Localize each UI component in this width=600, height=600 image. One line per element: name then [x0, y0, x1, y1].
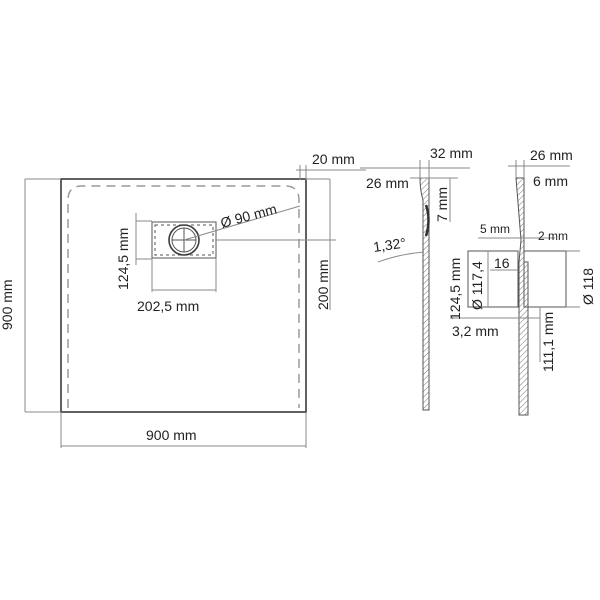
drain-section: 26 mm 6 mm 5 mm 2 mm 124,5 mm Ø 117,4 16…: [447, 147, 596, 416]
section-width-top-label: 32 mm: [430, 145, 473, 161]
drain-section-height-label: 124,5 mm: [447, 258, 463, 320]
inner-dashed-border: [67, 185, 300, 408]
inner-diameter-label: Ø 117,4: [469, 261, 485, 310]
plan-width-label: 900 mm: [146, 427, 197, 443]
drain-offset-label: 200 mm: [315, 259, 331, 310]
section-lip-label: 7 mm: [434, 187, 450, 222]
drain-width-top-label: 26 mm: [530, 147, 573, 163]
section-width-edge-label: 26 mm: [366, 175, 409, 191]
depth-label: 16: [494, 255, 510, 271]
drain-inner-label: 5 mm: [480, 222, 510, 236]
edge-thickness-label: 20 mm: [312, 151, 355, 167]
drain-width-label: 202,5 mm: [137, 298, 199, 314]
plan-view: 900 mm 900 mm 124,5 mm 202,5 mm Ø 90 mm …: [0, 151, 366, 448]
wall-label: 3,2 mm: [452, 323, 499, 339]
drain-diameter-label: Ø 90 mm: [219, 201, 279, 231]
outer-diameter-label: Ø 118: [580, 268, 596, 305]
lower-height-label: 111,1 mm: [540, 312, 556, 372]
side-section: 32 mm 26 mm 7 mm 1,32°: [360, 145, 473, 411]
tray-outline: [60, 178, 307, 413]
drain-height-label: 124,5 mm: [115, 228, 131, 290]
slope-label: 1,32°: [372, 235, 407, 255]
drain-lip-label: 6 mm: [533, 173, 568, 189]
plan-height-label: 900 mm: [0, 279, 15, 330]
drain-gap-label: 2 mm: [538, 229, 568, 243]
